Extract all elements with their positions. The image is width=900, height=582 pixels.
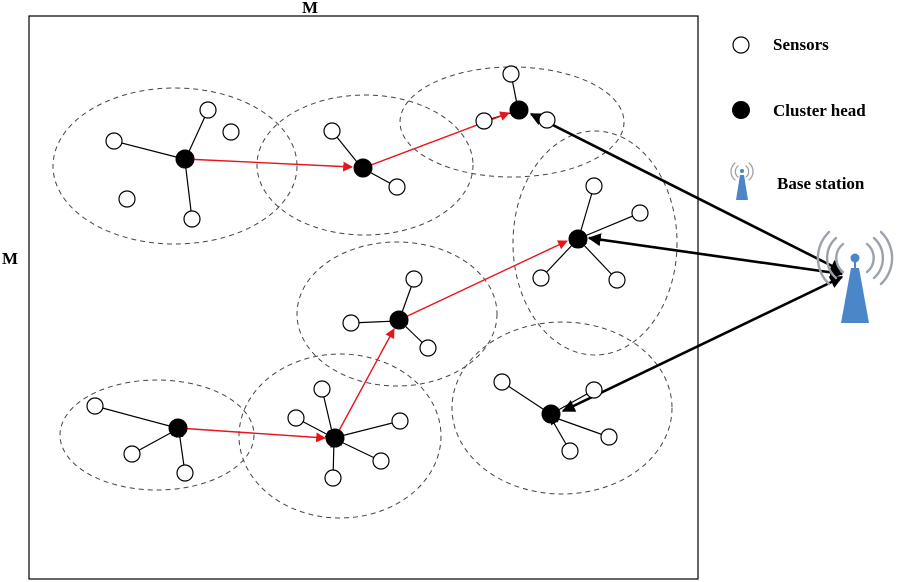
sensor-node-icon [176, 464, 194, 482]
sensor-node-icon [561, 442, 579, 460]
sensor-node-icon [183, 210, 201, 228]
legend-sensors-label: Sensors [773, 35, 829, 54]
legend-cluster-head-label: Cluster head [773, 101, 866, 120]
cluster-boundary-7 [238, 353, 442, 519]
sensor-node-icon [631, 204, 649, 222]
cluster-boundary-2 [256, 94, 474, 236]
cluster-head-icon [389, 310, 409, 330]
sensor-node-icon [600, 428, 618, 446]
cluster-head-icon [353, 158, 373, 178]
sensor-node-icon [222, 123, 240, 141]
sensor-link [579, 212, 641, 239]
field-side-label-left: M [2, 249, 18, 268]
legend-sensor-icon [732, 36, 750, 54]
sensor-node-icon [405, 270, 423, 288]
sensor-node-icon [388, 178, 406, 196]
base-station-link [587, 233, 844, 279]
sensor-node-icon [199, 101, 217, 119]
legend-base-station-icon [730, 162, 754, 200]
cluster-head-icon [325, 428, 345, 448]
sensor-node-icon [324, 469, 342, 487]
cluster-heads [168, 100, 588, 448]
cluster-boundary-4 [512, 130, 678, 356]
sensor-link [113, 140, 185, 161]
sensor-node-icon [287, 409, 305, 427]
sensor-node-icon [585, 381, 603, 399]
sensor-node-icon [123, 445, 141, 463]
sensor-node-icon [493, 373, 511, 391]
sensor-node-icon [391, 412, 409, 430]
sensor-node-icon [419, 339, 437, 357]
cluster-head-icon [168, 418, 188, 438]
sensor-node-icon [105, 132, 123, 150]
sensor-node-icon [532, 269, 550, 287]
cluster-head-icon [541, 404, 561, 424]
cluster-head-icon [568, 229, 588, 249]
sensor-link [552, 415, 610, 438]
sensor-link [94, 405, 178, 430]
sensor-node-icon [538, 111, 556, 129]
cluster-boundaries [52, 66, 678, 519]
sensor-nodes [86, 65, 649, 487]
cluster-boundary-5 [296, 241, 498, 387]
cluster-head-icon [175, 149, 195, 169]
sensor-node-icon [313, 380, 331, 398]
sensor-node-icon [86, 397, 104, 415]
inter-cluster-link [184, 158, 353, 172]
base-station-icon [816, 230, 894, 323]
sensor-link [182, 160, 193, 220]
legend-cluster-head-icon [732, 101, 750, 119]
sensor-node-icon [502, 65, 520, 83]
sensor-node-icon [342, 314, 360, 332]
inter-cluster-link [334, 328, 395, 439]
inter-cluster-link [177, 427, 326, 443]
sensor-link [185, 109, 209, 159]
field-side-label-top: M [302, 0, 318, 17]
sensor-node-icon [372, 452, 390, 470]
legend-base-station-label: Base station [777, 174, 865, 193]
sensor-node-icon [118, 190, 136, 208]
legend: Sensors Cluster head Base station [730, 35, 866, 200]
sensor-link [336, 420, 401, 439]
cluster-head-icon [509, 100, 529, 120]
sensor-node-icon [323, 122, 341, 140]
sensor-node-icon [608, 271, 626, 289]
cluster-boundary-3 [399, 66, 625, 178]
cluster-boundary-1 [52, 87, 298, 245]
base-station-links [529, 112, 844, 413]
cluster-boundary-6 [59, 379, 255, 491]
sensor-node-icon [475, 112, 493, 130]
sensor-node-icon [585, 177, 603, 195]
sensing-field [28, 15, 699, 580]
base-station-link [561, 275, 844, 413]
sensor-link [501, 381, 550, 414]
inter-cluster-links [177, 111, 568, 443]
